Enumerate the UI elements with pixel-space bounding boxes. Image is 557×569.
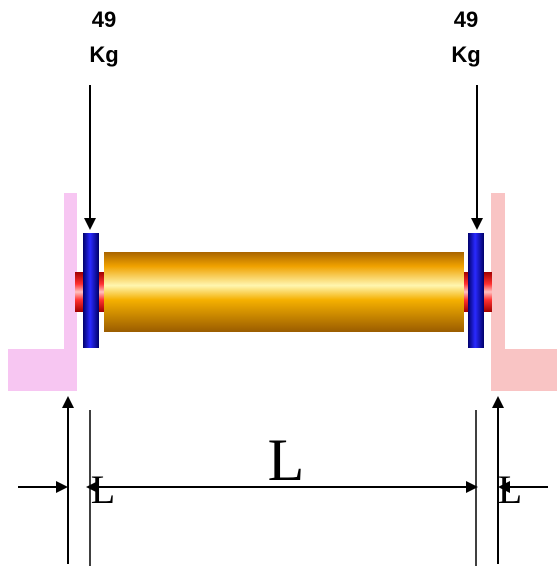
right-collar xyxy=(468,233,484,348)
left-support-wall xyxy=(64,193,77,391)
left-load-value: 49 xyxy=(92,7,116,32)
left-support xyxy=(8,193,77,391)
left-support-foot xyxy=(8,349,77,391)
main-dimension-label: L xyxy=(268,427,305,493)
right-support xyxy=(491,193,557,391)
left-offset-label: L xyxy=(91,467,115,512)
right-offset-label: L xyxy=(498,467,522,512)
right-support-foot xyxy=(491,349,557,391)
right-load-value: 49 xyxy=(454,7,478,32)
right-support-wall xyxy=(491,193,505,391)
left-load-unit: Kg xyxy=(89,42,118,67)
roller-body xyxy=(104,252,464,332)
right-load-unit: Kg xyxy=(451,42,480,67)
left-collar xyxy=(83,233,99,348)
